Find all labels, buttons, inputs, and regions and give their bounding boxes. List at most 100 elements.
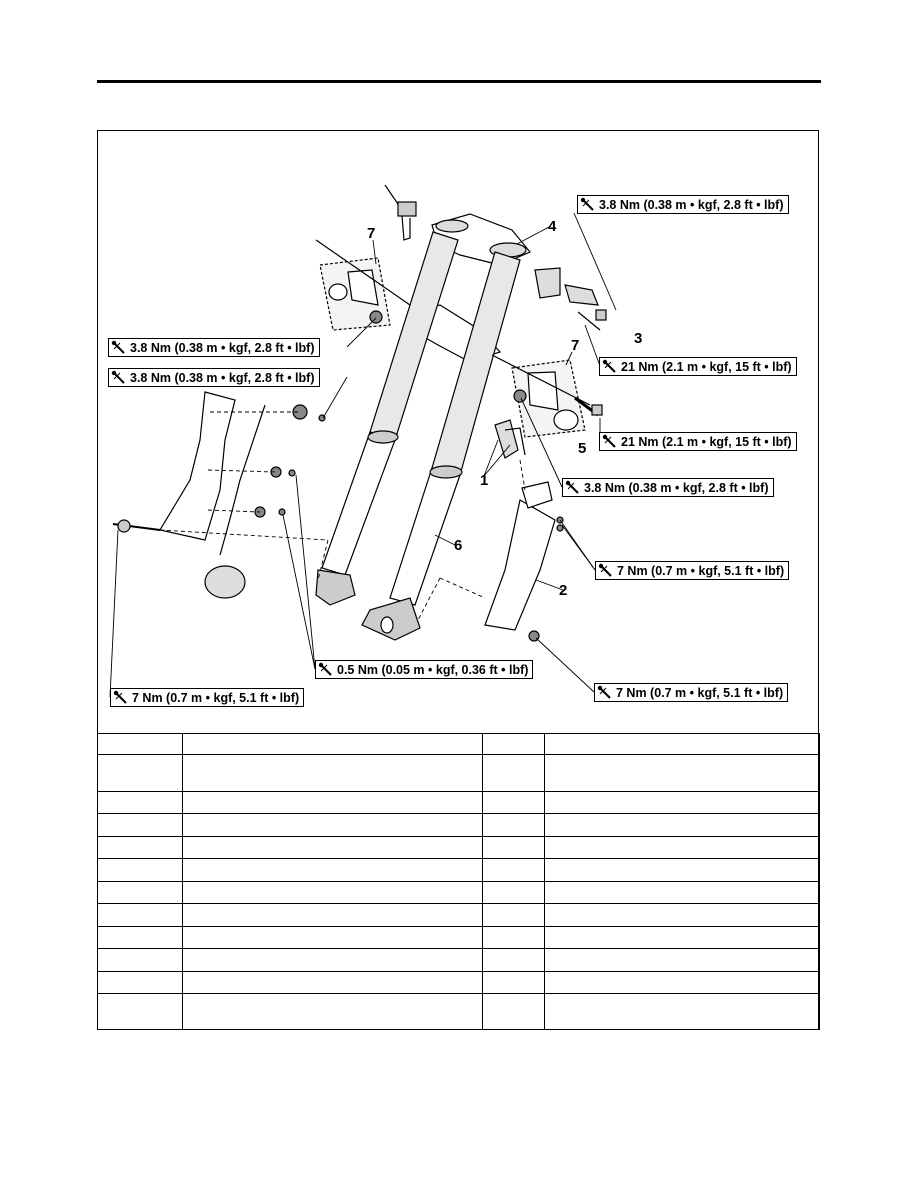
- callout-5: 5: [578, 440, 587, 457]
- torque-spec-cable-clamp: 3.8 Nm (0.38 m • kgf, 2.8 ft • lbf): [108, 368, 320, 387]
- table-cell: [97, 926, 183, 949]
- torque-spec-right-guard-bolt: 7 Nm (0.7 m • kgf, 5.1 ft • lbf): [594, 683, 789, 702]
- table-cell: [97, 813, 183, 837]
- table-cell: [544, 836, 820, 859]
- callout-2: 2: [559, 582, 568, 599]
- table-row: [97, 813, 820, 837]
- torque-spec-text: 21 Nm (2.1 m • kgf, 15 ft • lbf): [621, 434, 792, 449]
- diagram-frame: [97, 130, 819, 1030]
- torque-wrench-icon: [598, 563, 614, 578]
- table-cell: [97, 791, 183, 814]
- table-cell: [182, 858, 483, 882]
- table-cell: [182, 836, 483, 859]
- table-cell: [182, 733, 483, 755]
- torque-wrench-icon: [111, 340, 127, 355]
- table-cell: [97, 858, 183, 882]
- table-cell: [97, 733, 183, 755]
- torque-spec-bolt-3: 21 Nm (2.1 m • kgf, 15 ft • lbf): [599, 357, 797, 376]
- table-cell: [97, 971, 183, 994]
- torque-wrench-icon: [602, 359, 618, 374]
- table-cell: [482, 948, 545, 972]
- torque-wrench-icon: [565, 480, 581, 495]
- table-cell: [97, 754, 183, 792]
- table-cell: [482, 993, 545, 1030]
- table-row: [97, 903, 820, 927]
- torque-spec-right-plate: 3.8 Nm (0.38 m • kgf, 2.8 ft • lbf): [562, 478, 774, 497]
- torque-spec-guard-screws: 7 Nm (0.7 m • kgf, 5.1 ft • lbf): [595, 561, 790, 580]
- header-rule: [97, 80, 821, 83]
- table-cell: [482, 881, 545, 904]
- table-cell: [544, 858, 820, 882]
- callout-7-right: 7: [571, 337, 580, 354]
- torque-wrench-icon: [111, 370, 127, 385]
- table-cell: [97, 881, 183, 904]
- table-cell: [182, 948, 483, 972]
- table-row: [97, 836, 820, 859]
- torque-spec-text: 3.8 Nm (0.38 m • kgf, 2.8 ft • lbf): [130, 340, 315, 355]
- table-cell: [482, 836, 545, 859]
- callout-7-left: 7: [367, 225, 376, 242]
- table-cell: [97, 948, 183, 972]
- table-cell: [482, 791, 545, 814]
- table-cell: [182, 971, 483, 994]
- table-cell: [182, 926, 483, 949]
- table-row: [97, 733, 820, 755]
- table-row: [97, 993, 820, 1030]
- table-row: [97, 971, 820, 994]
- table-cell: [97, 993, 183, 1030]
- table-row: [97, 948, 820, 972]
- parts-table: [97, 733, 820, 1030]
- torque-spec-upper-right: 3.8 Nm (0.38 m • kgf, 2.8 ft • lbf): [577, 195, 789, 214]
- table-row: [97, 881, 820, 904]
- table-cell: [482, 926, 545, 949]
- table-cell: [182, 791, 483, 814]
- table-cell: [182, 993, 483, 1030]
- torque-spec-text: 3.8 Nm (0.38 m • kgf, 2.8 ft • lbf): [584, 480, 769, 495]
- table-cell: [544, 948, 820, 972]
- torque-spec-text: 7 Nm (0.7 m • kgf, 5.1 ft • lbf): [132, 690, 300, 705]
- torque-wrench-icon: [580, 197, 596, 212]
- table-cell: [544, 754, 820, 792]
- callout-6: 6: [454, 537, 463, 554]
- torque-spec-text: 0.5 Nm (0.05 m • kgf, 0.36 ft • lbf): [337, 662, 529, 677]
- table-cell: [544, 971, 820, 994]
- table-cell: [482, 858, 545, 882]
- table-cell: [544, 881, 820, 904]
- torque-spec-clip-screws: 0.5 Nm (0.05 m • kgf, 0.36 ft • lbf): [315, 660, 534, 679]
- table-cell: [97, 903, 183, 927]
- table-cell: [182, 813, 483, 837]
- table-cell: [482, 903, 545, 927]
- callout-1: 1: [480, 472, 489, 489]
- table-cell: [482, 733, 545, 755]
- callout-4: 4: [548, 218, 557, 235]
- table-cell: [544, 903, 820, 927]
- table-cell: [544, 733, 820, 755]
- table-row: [97, 791, 820, 814]
- torque-wrench-icon: [318, 662, 334, 677]
- table-row: [97, 858, 820, 882]
- table-cell: [482, 971, 545, 994]
- torque-wrench-icon: [113, 690, 129, 705]
- table-cell: [182, 881, 483, 904]
- torque-spec-text: 3.8 Nm (0.38 m • kgf, 2.8 ft • lbf): [599, 197, 784, 212]
- table-cell: [182, 754, 483, 792]
- table-row: [97, 754, 820, 792]
- table-cell: [544, 791, 820, 814]
- table-cell: [182, 903, 483, 927]
- table-cell: [544, 813, 820, 837]
- torque-spec-left-guard-bolt: 7 Nm (0.7 m • kgf, 5.1 ft • lbf): [110, 688, 305, 707]
- torque-wrench-icon: [597, 685, 613, 700]
- torque-spec-bolt-5: 21 Nm (2.1 m • kgf, 15 ft • lbf): [599, 432, 797, 451]
- table-cell: [97, 836, 183, 859]
- table-row: [97, 926, 820, 949]
- table-cell: [482, 813, 545, 837]
- table-cell: [544, 993, 820, 1030]
- torque-spec-text: 21 Nm (2.1 m • kgf, 15 ft • lbf): [621, 359, 792, 374]
- table-cell: [482, 754, 545, 792]
- torque-spec-text: 3.8 Nm (0.38 m • kgf, 2.8 ft • lbf): [130, 370, 315, 385]
- torque-spec-left-plate: 3.8 Nm (0.38 m • kgf, 2.8 ft • lbf): [108, 338, 320, 357]
- table-cell: [544, 926, 820, 949]
- torque-spec-text: 7 Nm (0.7 m • kgf, 5.1 ft • lbf): [617, 563, 785, 578]
- torque-spec-text: 7 Nm (0.7 m • kgf, 5.1 ft • lbf): [616, 685, 784, 700]
